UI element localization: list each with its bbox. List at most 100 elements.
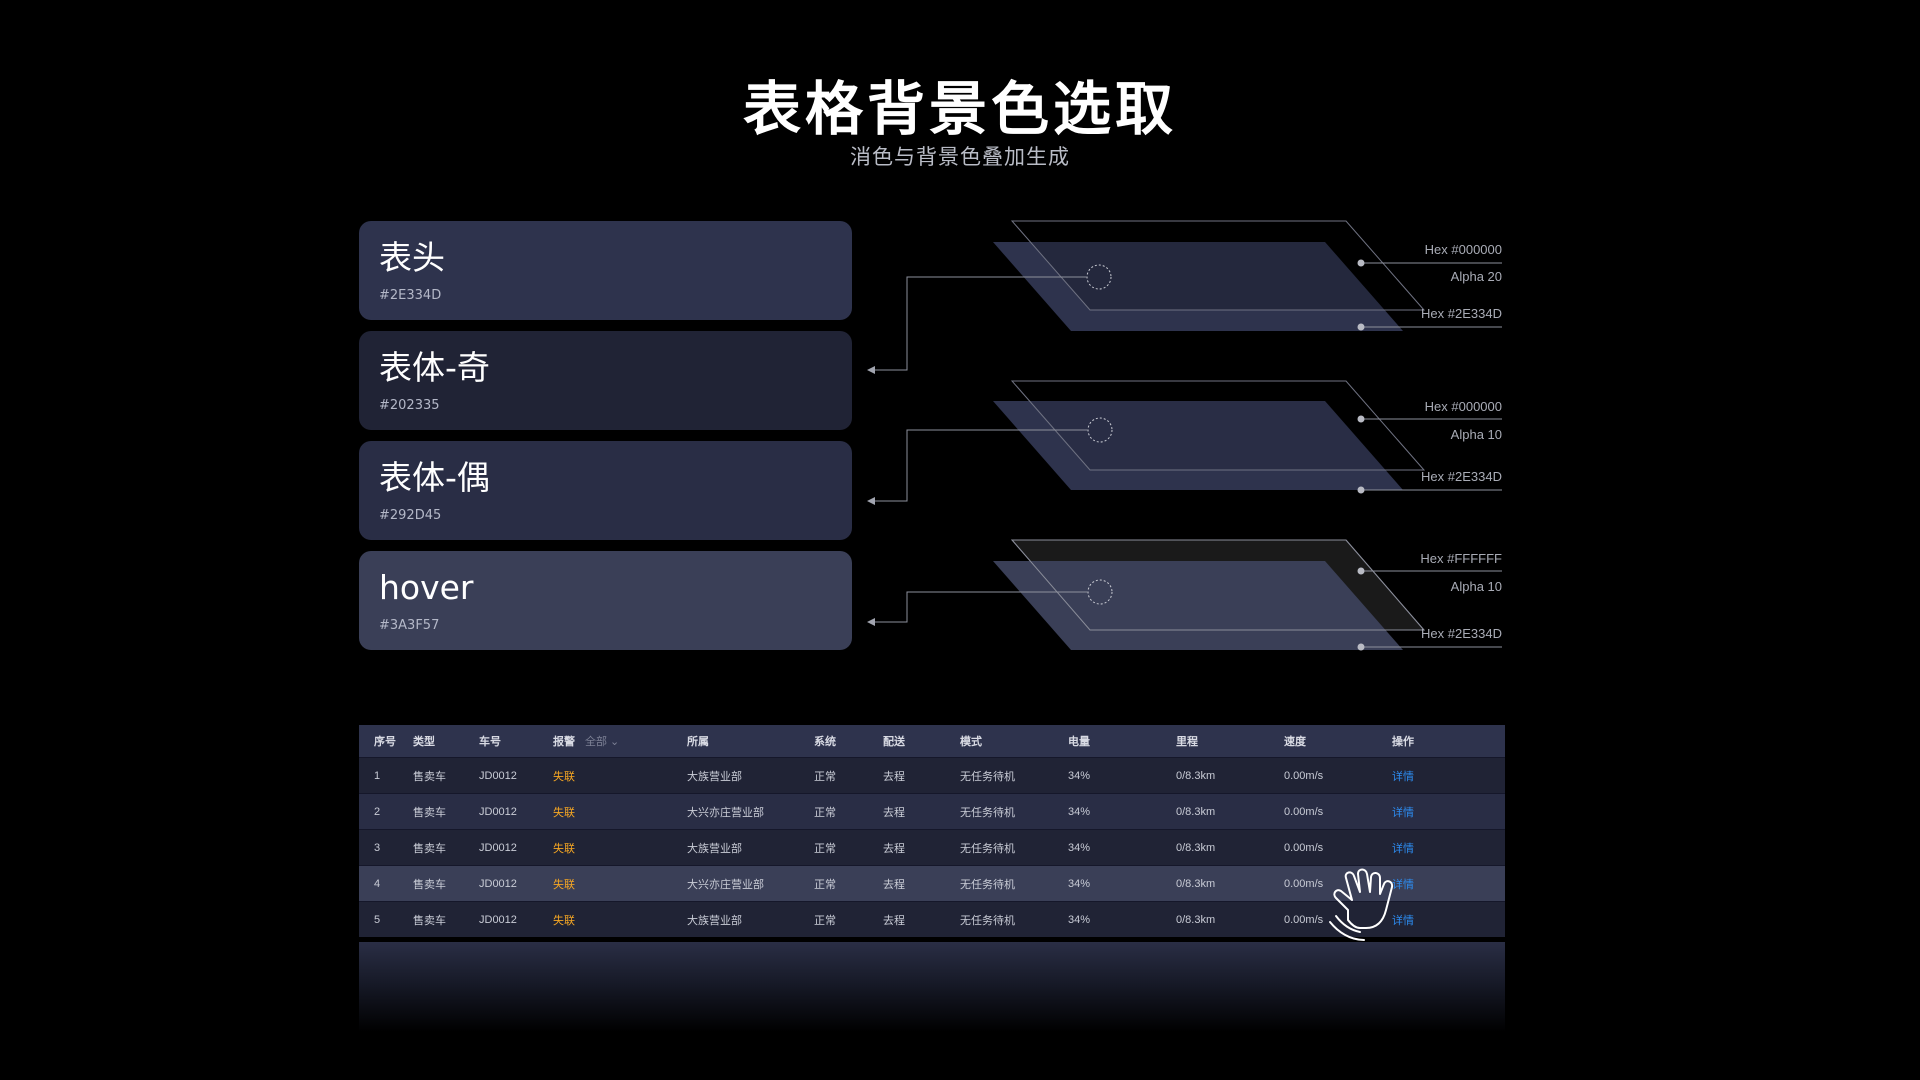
swatch-body-even: 表体-偶 #292D45	[359, 441, 852, 540]
swatch-name: 表体-偶	[379, 458, 490, 497]
table-cell: 34%	[1068, 769, 1091, 782]
alarm-filter[interactable]: 全部	[585, 736, 607, 748]
layer-group-2: Hex #000000 Alpha 10 Hex #2E334D	[867, 380, 1502, 505]
table-cell: 3	[374, 841, 381, 854]
column-header: 速度	[1284, 736, 1306, 748]
details-link[interactable]: 详情	[1392, 806, 1414, 819]
table-cell: 34%	[1068, 877, 1091, 890]
table-cell: 4	[374, 877, 381, 890]
leader-dot	[1357, 486, 1365, 494]
base-layer	[993, 242, 1403, 331]
table-cell: 0/8.3km	[1176, 877, 1216, 890]
arrow-icon	[867, 618, 875, 626]
column-header: 电量	[1068, 736, 1090, 748]
layer-top-hex: Hex #FFFFFF	[1420, 551, 1502, 566]
alarm-status: 失联	[553, 842, 575, 855]
arrow-icon	[867, 497, 875, 505]
table-header-row: 序号 类型 车号 报警 全部 ⌄ 所属 系统 配送 模式 电量 里程 速度 操作	[359, 725, 1505, 757]
table-cell: 34%	[1068, 913, 1091, 926]
table-cell: 0.00m/s	[1284, 877, 1324, 890]
leader-dot	[1357, 415, 1365, 423]
table-cell: 售卖车	[413, 878, 446, 891]
leader-dot	[1357, 567, 1365, 575]
swatch-name: hover	[379, 568, 474, 607]
layer-alpha: Alpha 10	[1451, 427, 1502, 442]
table-cell: 34%	[1068, 841, 1091, 854]
table-cell: 无任务待机	[960, 770, 1015, 783]
table-cell: 售卖车	[413, 914, 446, 927]
alarm-status: 失联	[553, 770, 575, 783]
swatch-header: 表头 #2E334D	[359, 221, 852, 320]
overlay-layer	[1010, 380, 1426, 471]
table-cell: 大族营业部	[687, 770, 742, 783]
layer-alpha: Alpha 10	[1451, 579, 1502, 594]
details-link[interactable]: 详情	[1392, 878, 1414, 891]
column-header: 操作	[1392, 736, 1414, 748]
alarm-status: 失联	[553, 806, 575, 819]
table-cell: 无任务待机	[960, 878, 1015, 891]
table-cell: 0.00m/s	[1284, 841, 1324, 854]
layer-group-1: Hex #000000 Alpha 20 Hex #2E334D	[867, 220, 1502, 374]
table-cell: 正常	[814, 806, 836, 819]
overlay-edge	[1010, 539, 1426, 631]
table-cell: 无任务待机	[960, 806, 1015, 819]
page-subtitle: 消色与背景色叠加生成	[850, 145, 1070, 169]
page-title: 表格背景色选取	[742, 75, 1177, 143]
layer-group-3: Hex #FFFFFF Alpha 10 Hex #2E334D	[867, 539, 1502, 651]
table-cell: JD0012	[479, 913, 517, 926]
table-cell: 售卖车	[413, 770, 446, 783]
connector-line	[874, 429, 1088, 502]
details-link[interactable]: 详情	[1392, 842, 1414, 855]
table-fade	[359, 942, 1505, 1032]
table-cell: 去程	[883, 842, 905, 855]
table-cell: 正常	[814, 770, 836, 783]
table-cell: 大兴亦庄营业部	[687, 878, 764, 891]
vehicle-table: 序号 类型 车号 报警 全部 ⌄ 所属 系统 配送 模式 电量 里程 速度 操作…	[359, 725, 1505, 937]
table-cell: 无任务待机	[960, 914, 1015, 927]
table-cell: 售卖车	[413, 842, 446, 855]
details-link[interactable]: 详情	[1392, 770, 1414, 783]
leader-dot	[1357, 643, 1365, 651]
swatch-hex: #292D45	[379, 508, 442, 523]
table-cell: JD0012	[479, 841, 517, 854]
column-header: 里程	[1176, 736, 1198, 748]
hand-cursor-icon	[1329, 868, 1394, 941]
base-layer	[993, 401, 1403, 490]
leader-dot	[1357, 323, 1365, 331]
table-cell: 0/8.3km	[1176, 769, 1216, 782]
layer-top-hex: Hex #000000	[1425, 399, 1502, 414]
alarm-column-header[interactable]: 报警 全部 ⌄	[553, 725, 619, 757]
column-header: 车号	[479, 736, 501, 748]
alarm-status: 失联	[553, 878, 575, 891]
layer-base-hex: Hex #2E334D	[1421, 306, 1502, 321]
swatch-hex: #3A3F57	[379, 618, 440, 633]
swatch-hex: #202335	[379, 398, 440, 413]
chevron-down-icon[interactable]: ⌄	[610, 735, 620, 748]
table-cell: 0.00m/s	[1284, 769, 1324, 782]
table-cell: 无任务待机	[960, 842, 1015, 855]
table-cell: 0.00m/s	[1284, 913, 1324, 926]
swatch-name: 表体-奇	[379, 348, 490, 387]
table-cell: 5	[374, 913, 381, 926]
table-cell: 34%	[1068, 805, 1091, 818]
details-link[interactable]: 详情	[1392, 914, 1414, 927]
table-cell: 正常	[814, 842, 836, 855]
column-header: 配送	[883, 736, 905, 748]
table-cell: 大族营业部	[687, 914, 742, 927]
column-header: 类型	[413, 736, 435, 748]
column-header: 模式	[960, 736, 982, 748]
column-header: 所属	[687, 736, 709, 748]
connector-line	[874, 591, 1088, 623]
layer-top-hex: Hex #000000	[1425, 242, 1502, 257]
table-cell: 去程	[883, 914, 905, 927]
layer-base-hex: Hex #2E334D	[1421, 469, 1502, 484]
column-header: 系统	[814, 736, 836, 748]
column-header-label: 报警	[553, 736, 575, 748]
table-cell: 大族营业部	[687, 842, 742, 855]
table-cell: 正常	[814, 878, 836, 891]
